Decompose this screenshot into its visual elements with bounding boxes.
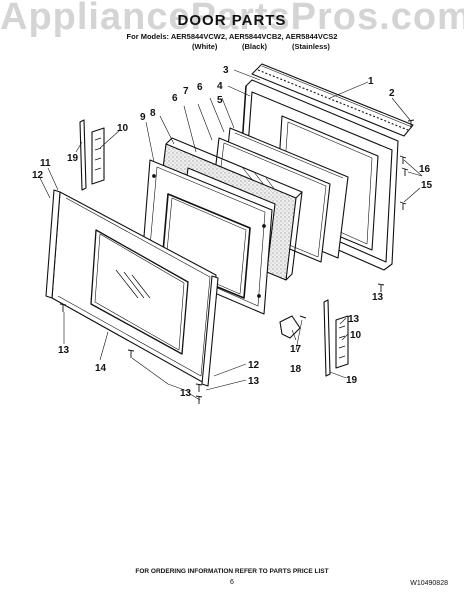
callout-7: 7 xyxy=(183,86,189,97)
callout-13-right: 13 xyxy=(372,292,384,303)
callout-2: 2 xyxy=(389,88,395,99)
document-number: W10490828 xyxy=(410,580,448,587)
front-door-glass xyxy=(51,191,217,385)
right-side-trim xyxy=(201,275,219,387)
callout-6-lower: 6 xyxy=(172,93,178,104)
callout-13-left: 13 xyxy=(58,345,70,356)
callout-12-left: 12 xyxy=(32,170,44,181)
door-top-trim xyxy=(251,63,414,137)
callout-12-right: 12 xyxy=(248,360,260,371)
leader-lines xyxy=(39,69,423,401)
callout-labels: 1 2 3 4 5 6 6 7 8 9 10 19 11 12 13 14 13… xyxy=(32,65,433,399)
finish-stainless-label: (Stainless) xyxy=(292,42,330,51)
callout-17: 17 xyxy=(290,344,302,355)
callout-10-right: 10 xyxy=(350,330,362,341)
callout-14: 14 xyxy=(95,363,107,374)
watermark: AppliancePartsPros.com xyxy=(0,0,464,38)
page-title: DOOR PARTS xyxy=(177,12,287,29)
finish-white-label: (White) xyxy=(192,42,218,51)
model-list: For Models: AER5844VCW2, AER5844VCB2, AE… xyxy=(126,32,338,41)
callout-19-right: 19 xyxy=(346,375,358,386)
screw-set xyxy=(59,119,415,404)
ordering-note: FOR ORDERING INFORMATION REFER TO PARTS … xyxy=(135,568,329,575)
callout-16: 16 xyxy=(419,164,431,175)
callout-19-left: 19 xyxy=(67,153,79,164)
left-hinge xyxy=(79,119,105,191)
callout-8: 8 xyxy=(150,108,156,119)
callout-6-upper: 6 xyxy=(197,82,203,93)
callout-5: 5 xyxy=(217,95,223,106)
left-side-trim xyxy=(45,189,61,299)
callout-1: 1 xyxy=(368,76,374,87)
callout-18: 18 xyxy=(290,364,302,375)
callout-11: 11 xyxy=(40,158,51,169)
callout-13-right-bottom: 13 xyxy=(248,376,260,387)
callout-13-hinge: 13 xyxy=(348,314,360,325)
finish-black-label: (Black) xyxy=(242,42,268,51)
callout-15: 15 xyxy=(421,180,433,191)
callout-9: 9 xyxy=(140,112,146,123)
callout-13-bottom: 13 xyxy=(180,388,192,399)
hinge-bracket xyxy=(279,315,307,339)
page-number: 6 xyxy=(230,579,234,586)
right-hinge xyxy=(323,299,349,377)
callout-4: 4 xyxy=(217,81,223,92)
callout-10-left: 10 xyxy=(117,123,129,134)
callout-3: 3 xyxy=(223,65,229,76)
